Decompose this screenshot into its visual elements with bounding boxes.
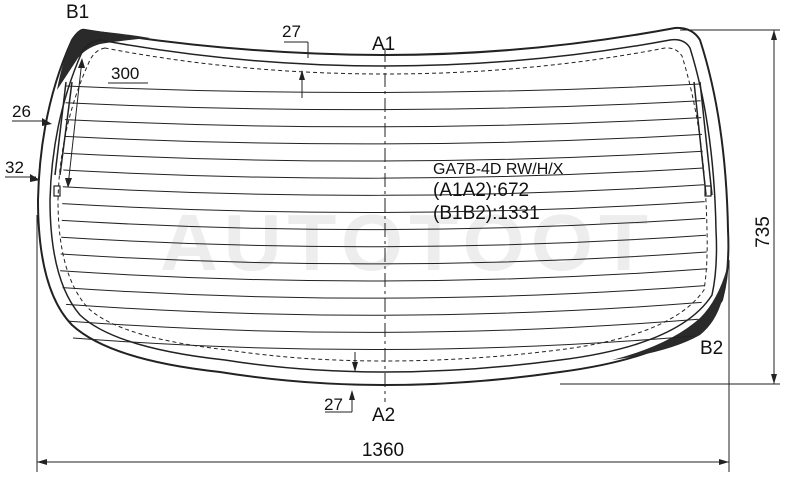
label-1360: 1360 (362, 440, 404, 461)
label-a2: A2 (372, 405, 395, 426)
heater-line (63, 150, 703, 162)
heater-line (64, 117, 702, 128)
dim-27-bottom-arrow2 (349, 390, 355, 400)
info-a1a2: (A1A2):672 (433, 180, 529, 201)
heater-line (66, 301, 702, 316)
glass-outer-outline (36, 26, 730, 387)
bus-bar-right (693, 81, 707, 196)
dim-300-arrow-top (78, 58, 85, 68)
frit-corner-bottom-right (612, 230, 729, 360)
label-26: 26 (12, 102, 31, 121)
heater-line (61, 217, 706, 231)
dim-26-arrow (42, 118, 52, 126)
label-300: 300 (111, 64, 139, 83)
heater-line (62, 201, 705, 213)
dim-300-arrow-bottom (65, 178, 72, 188)
heater-line (69, 318, 699, 333)
label-27-bottom: 27 (324, 395, 343, 414)
heater-line (72, 335, 696, 351)
label-a1: A1 (372, 34, 395, 55)
terminal-right (704, 185, 712, 197)
dim-27-top-arrow (299, 70, 305, 80)
heater-line (65, 83, 701, 94)
dim-32-arrow (30, 174, 40, 182)
glass-inner-outline (49, 38, 718, 373)
dim-1360-arrow-right (719, 459, 729, 465)
info-b1b2: (B1B2):1331 (433, 203, 540, 224)
heater-line (60, 268, 708, 282)
dim-27-bottom-arrow (352, 362, 358, 372)
dim-735-arrow-top (771, 30, 777, 40)
label-735: 735 (753, 216, 774, 248)
label-27-top: 27 (282, 22, 301, 41)
info-code: GA7B-4D RW/H/X (433, 161, 564, 178)
heater-line (61, 234, 707, 248)
heater-line (60, 251, 707, 265)
label-b1: B1 (66, 2, 89, 23)
dim-735-arrow-bottom (771, 374, 777, 384)
heater-line (62, 184, 705, 196)
bus-bar-left (59, 81, 73, 176)
heater-line (65, 100, 701, 111)
frit-corner-top-left (57, 29, 150, 90)
label-b2: B2 (700, 338, 723, 359)
heater-line (62, 285, 706, 299)
terminal-left (53, 185, 61, 197)
heater-line (63, 167, 704, 179)
heater-line (64, 133, 703, 145)
dim-1360-arrow-left (37, 459, 47, 465)
label-32: 32 (5, 158, 24, 177)
heater-grid (60, 83, 708, 351)
bus-bar-right-inner (699, 81, 713, 196)
dim-300-line (67, 59, 83, 187)
bus-bar-left-inner (54, 81, 67, 176)
ceramic-dashed-border (57, 47, 708, 362)
